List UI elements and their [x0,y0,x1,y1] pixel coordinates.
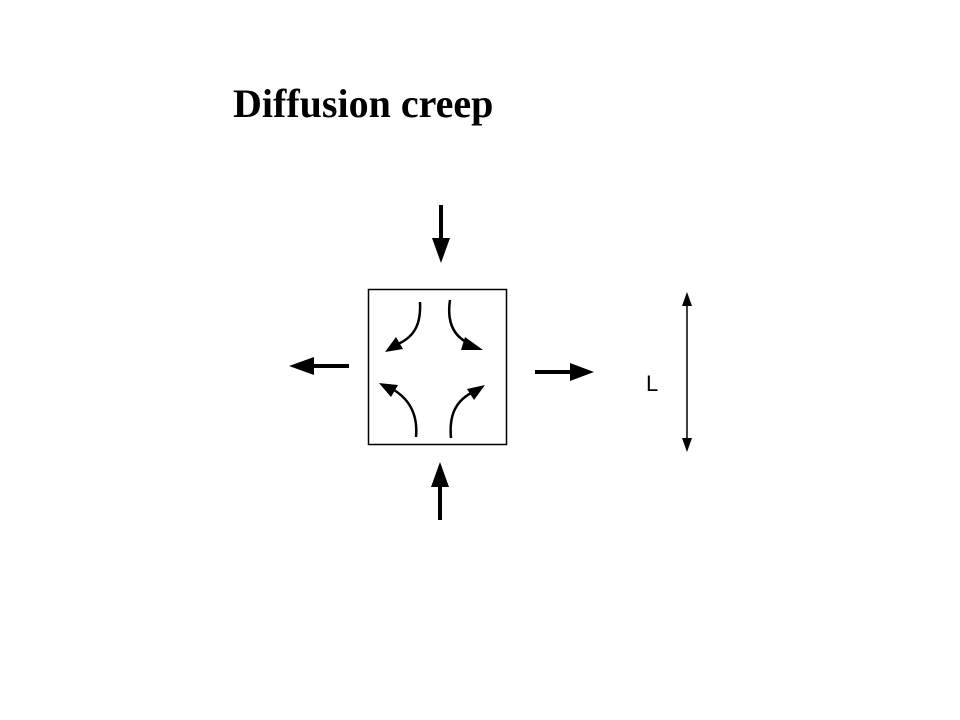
diffusion-flux-arrow-top-left [385,301,422,352]
diffusion-flux-arrow-bottom-right [449,385,485,439]
stress-arrow-right [535,363,594,381]
stress-arrow-left [289,357,349,375]
stress-arrow-bottom [431,462,449,520]
grain-box [367,288,508,446]
slide-title: Diffusion creep [233,81,494,126]
diffusion-flux-arrow-bottom-left [379,383,418,438]
diffusion-flux-arrow-top-right [448,299,483,350]
grain-size-dimension-arrow [682,292,692,452]
stress-arrow-top [432,205,450,263]
grain-size-label: L [646,371,658,396]
